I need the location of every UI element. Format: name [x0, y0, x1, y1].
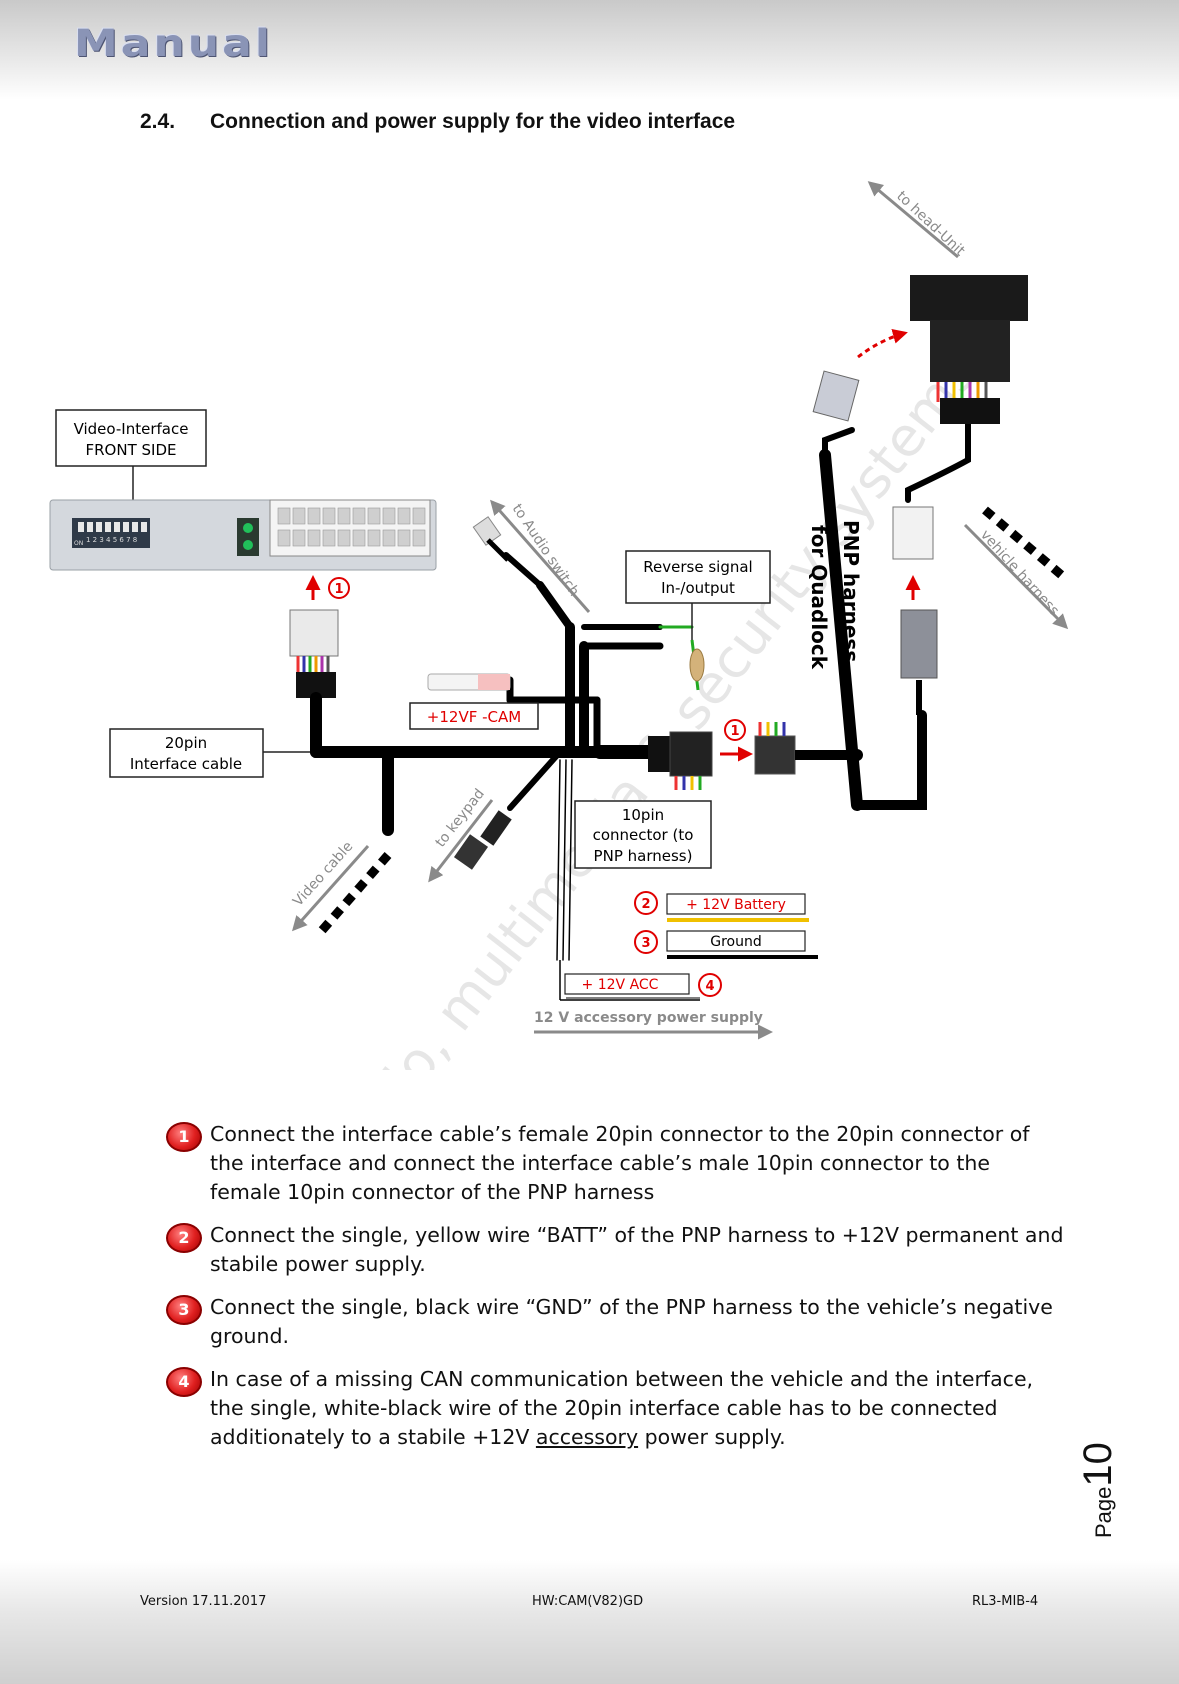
instruction-text-4a: In case of a missing CAN communication b…	[210, 1367, 1034, 1449]
marker-3-diagram-number: 3	[641, 936, 650, 951]
marker-2-diagram-number: 2	[641, 897, 650, 912]
10pin-connector: 1	[648, 719, 855, 790]
10pin-box-line2: connector (to	[593, 826, 694, 844]
ground-wire: 3 Ground	[634, 930, 818, 959]
pnp-harness	[819, 417, 971, 811]
20pin-cable-line1: 20pin	[165, 734, 207, 752]
instruction-item: 3 Connect the single, black wire “GND” o…	[164, 1293, 1064, 1351]
page-number: Page10	[1076, 1418, 1120, 1538]
video-interface-device: 1 2 3 4 5 6 7 8 ON	[49, 499, 437, 571]
instruction-badge-2: 2	[166, 1223, 202, 1253]
instruction-badge-4: 4	[166, 1367, 202, 1397]
pnp-harness-line1: PNP harness	[839, 520, 863, 662]
footer-version: Version 17.11.2017	[140, 1594, 267, 1609]
video-interface-label-line2: FRONT SIDE	[86, 441, 177, 459]
20pin-cable-box: 20pin Interface cable	[109, 728, 310, 778]
dip-switch-numbers: 1 2 3 4 5 6 7 8	[86, 536, 137, 544]
quadlock-connector	[910, 275, 1028, 424]
instruction-text-2: Connect the single, yellow wire “BATT” o…	[210, 1223, 1064, 1276]
instruction-item: 2 Connect the single, yellow wire “BATT”…	[164, 1221, 1064, 1279]
ground-label: Ground	[710, 934, 762, 950]
dip-switch-on-label: ON	[74, 540, 83, 547]
page-word: Page	[1091, 1486, 1116, 1538]
audio-switch-label: to Audio switch	[509, 501, 582, 599]
accessory-supply-label: 12 V accessory power supply	[534, 1010, 763, 1026]
pnp-harness-label: PNP harness for Quadlock	[807, 520, 863, 670]
20pin-cable-line2: Interface cable	[130, 755, 242, 773]
accessory-supply-arrow: 12 V accessory power supply	[534, 1010, 773, 1040]
10pin-box-line3: PNP harness)	[594, 847, 693, 865]
acc-label: + 12V ACC	[582, 977, 659, 993]
manual-logo: Manual	[74, 22, 273, 66]
pnp-small-connector	[812, 329, 908, 422]
10pin-box-line1: 10pin	[622, 806, 664, 824]
page-number-value: 10	[1076, 1442, 1120, 1487]
pnp-vehicle-connector	[892, 506, 938, 715]
vehicle-harness-arrow: vehicle harness	[963, 506, 1069, 630]
video-cable-arrow: Video cable	[290, 839, 370, 932]
reverse-signal-line2: In-/output	[661, 579, 735, 597]
audio-switch-connector: to Audio switch	[472, 499, 591, 613]
instruction-item: 1 Connect the interface cable’s female 2…	[164, 1120, 1064, 1207]
instruction-text-1: Connect the interface cable’s female 20p…	[210, 1122, 1030, 1204]
reverse-signal-box: Reverse signal In-/output	[625, 550, 771, 691]
section-heading: Connection and power supply for the vide…	[210, 110, 736, 133]
12vf-cam-label: +12VF -CAM	[427, 708, 521, 726]
head-unit-label: to head-Unit	[893, 188, 968, 259]
footer-hardware: HW:CAM(V82)GD	[532, 1594, 644, 1609]
footer-model: RL3-MIB-4	[972, 1594, 1039, 1609]
marker-4-diagram-number: 4	[705, 979, 714, 994]
head-unit-arrow: to head-Unit	[867, 181, 968, 260]
keypad-connector: to keypad	[428, 786, 512, 883]
instruction-badge-1: 1	[166, 1122, 202, 1152]
instruction-badge-3: 3	[166, 1295, 202, 1325]
instruction-text-4b: accessory	[535, 1425, 639, 1449]
instructions-list: 1 Connect the interface cable’s female 2…	[164, 1120, 1064, 1466]
marker-1-10pin-number: 1	[730, 724, 739, 739]
header-band	[0, 0, 1179, 100]
marker-1-device-number: 1	[334, 582, 343, 597]
footer-band	[0, 1560, 1179, 1684]
instruction-text-4c: power supply.	[638, 1425, 786, 1449]
battery-label: + 12V Battery	[686, 897, 786, 913]
10pin-box: 10pin connector (to PNP harness)	[574, 800, 712, 869]
reverse-signal-line1: Reverse signal	[643, 558, 752, 576]
wiring-diagram: www.cal-audio, multimedia & security sys…	[49, 181, 1069, 1070]
12vf-cam-wire: +12VF -CAM	[409, 673, 539, 730]
section-title: 2.4. Connection and power supply for the …	[140, 110, 735, 134]
video-interface-box: Video-Interface FRONT SIDE	[55, 409, 207, 500]
battery-wire: 2 + 12V Battery	[634, 891, 809, 922]
20pin-connector	[289, 609, 339, 698]
pnp-harness-line2: for Quadlock	[807, 525, 831, 670]
instruction-item: 4 In case of a missing CAN communication…	[164, 1365, 1064, 1452]
acc-wire: + 12V ACC 4	[559, 960, 722, 1001]
instruction-text-3: Connect the single, black wire “GND” of …	[210, 1295, 1053, 1348]
main-harness	[310, 552, 694, 961]
video-interface-label-line1: Video-Interface	[74, 420, 189, 438]
section-number: 2.4.	[140, 110, 176, 133]
marker-1-device: 1	[305, 575, 350, 600]
vehicle-harness-label: vehicle harness	[977, 527, 1062, 619]
